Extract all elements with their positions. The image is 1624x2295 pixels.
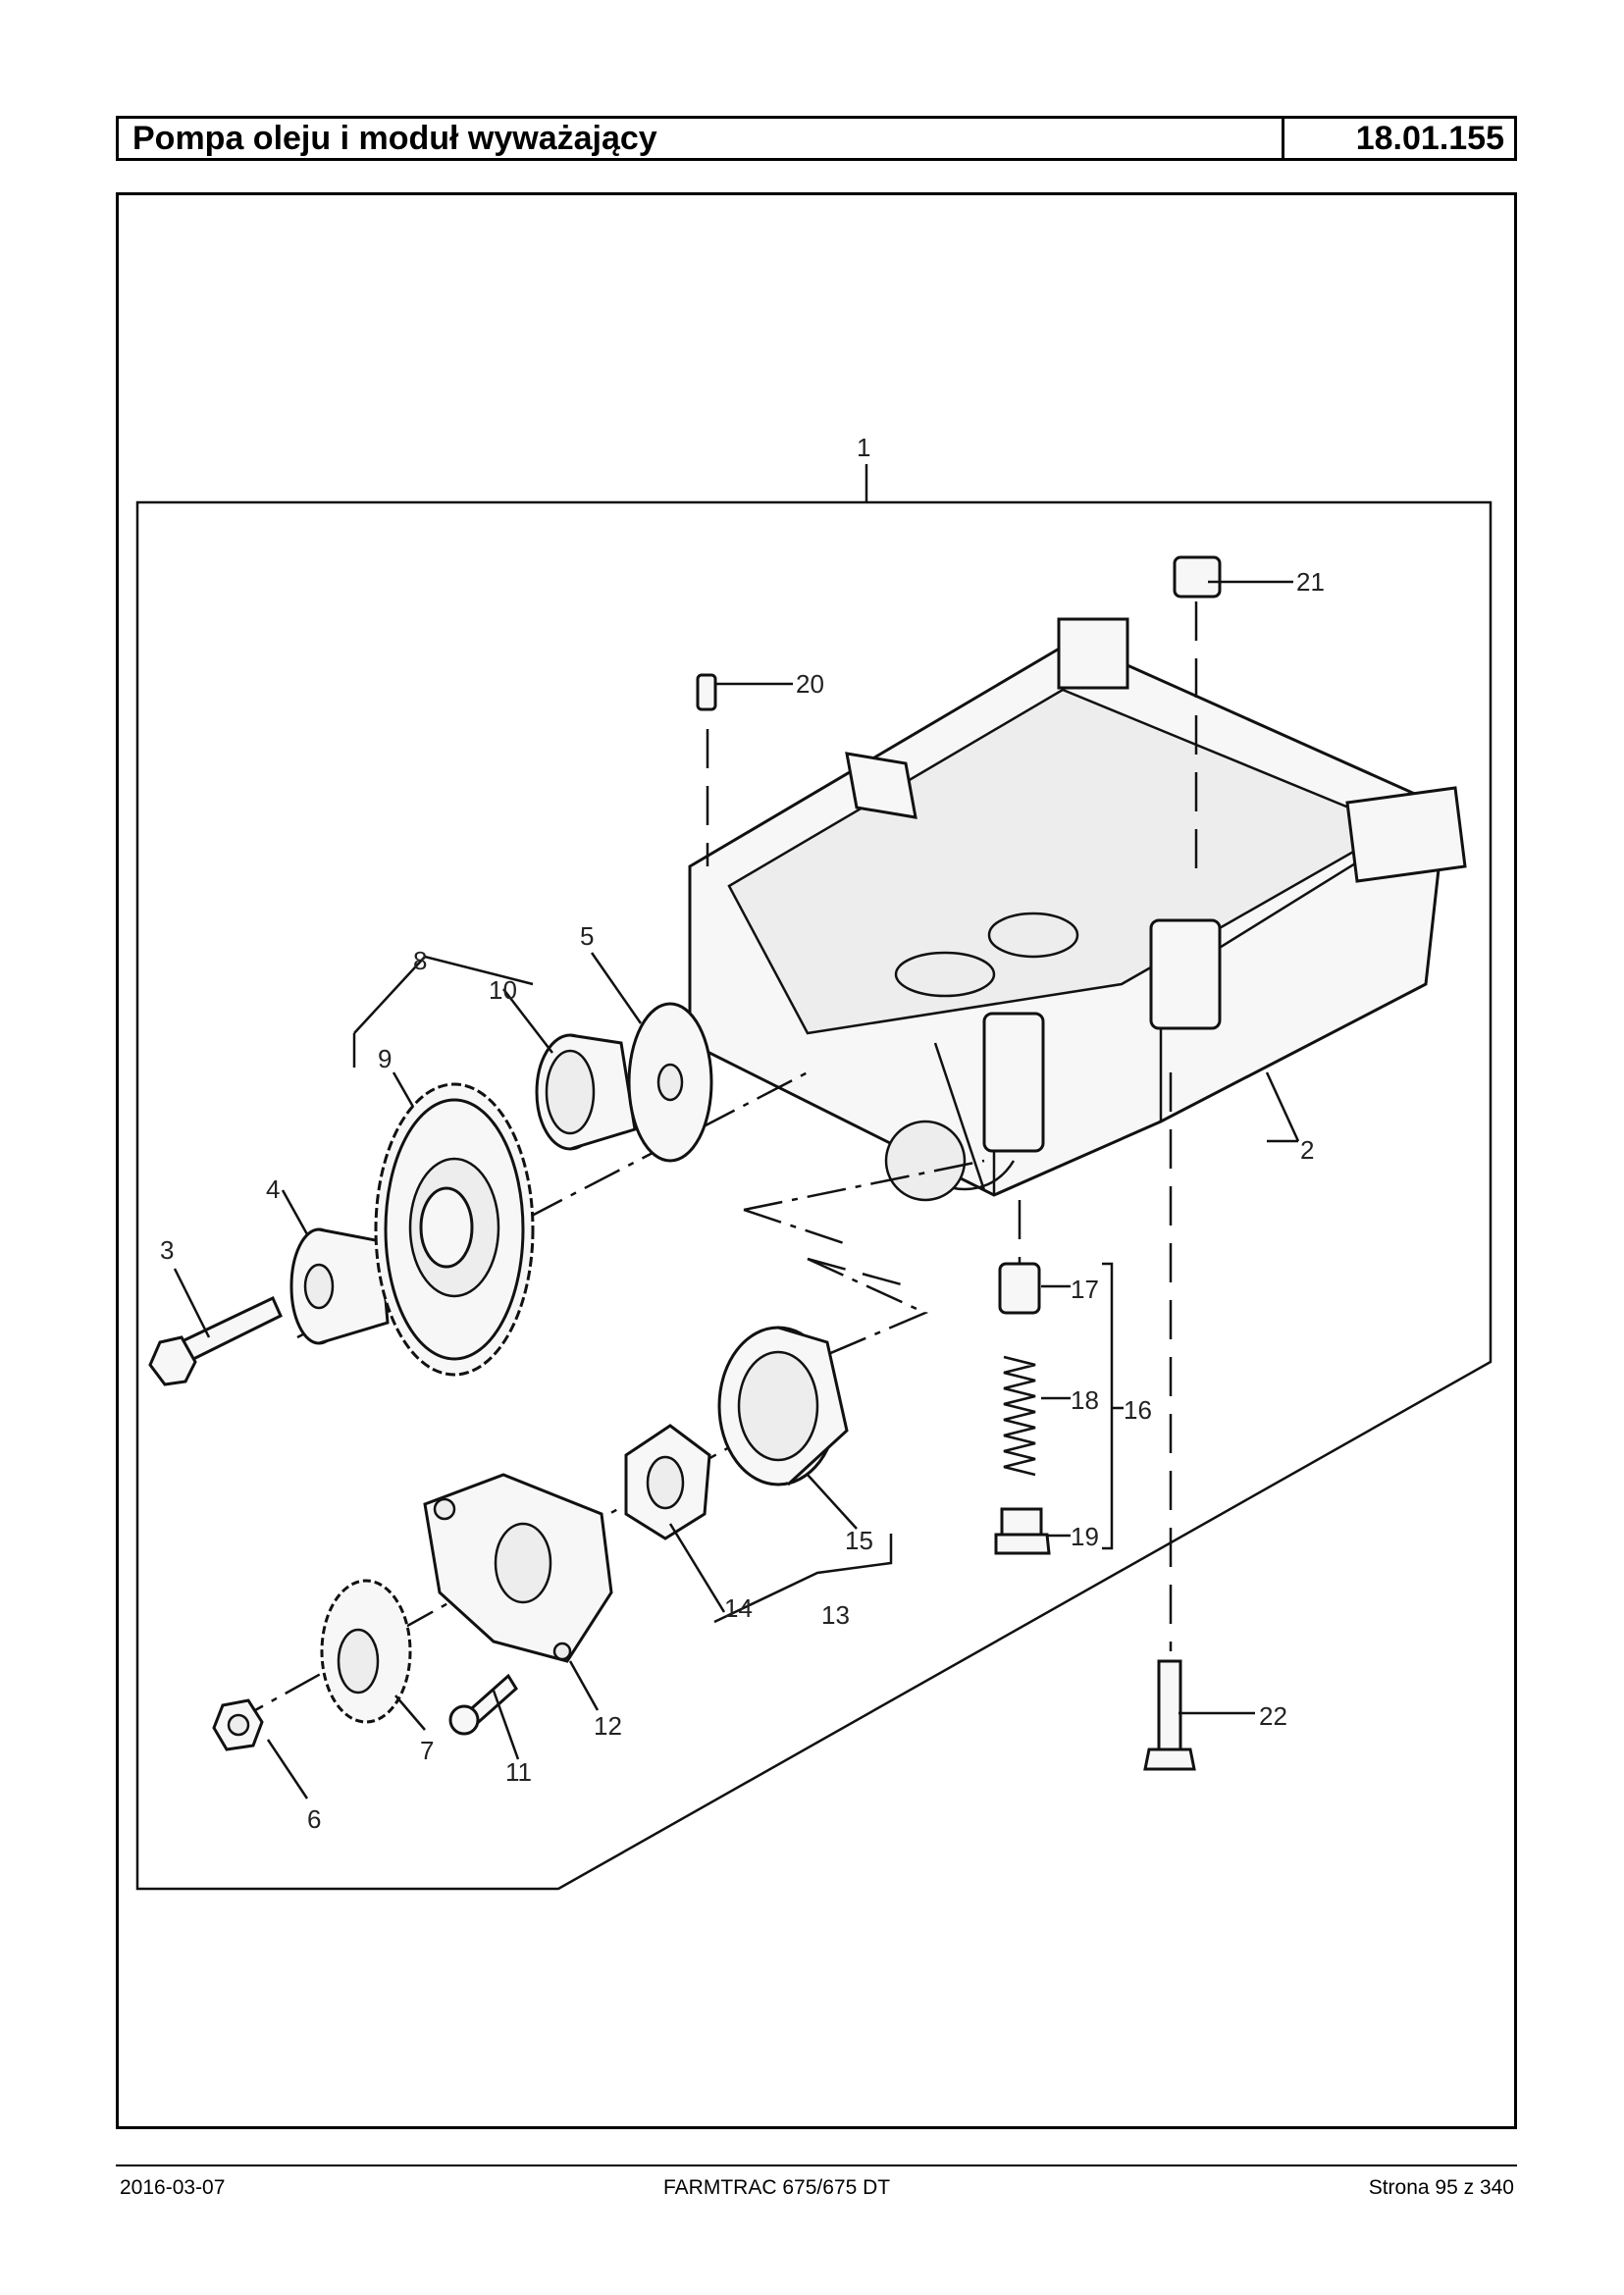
dowel-pin-20 [696, 673, 717, 711]
pump-cover-12 [423, 1473, 613, 1663]
inner-rotor-14 [624, 1424, 711, 1540]
callout-labels: 1 2 3 4 5 6 7 8 9 10 11 12 13 14 15 16 1… [160, 433, 1325, 1834]
bolt-11 [448, 1673, 518, 1736]
bolt-3 [148, 1295, 283, 1386]
footer-model: FARMTRAC 675/675 DT [663, 2176, 891, 2199]
callout-8: 8 [413, 946, 427, 975]
assembly-outline [135, 464, 1493, 1891]
leader-lines [173, 580, 1300, 1799]
callout-20: 20 [796, 669, 824, 699]
gear-9 [374, 1082, 535, 1377]
outer-rotor-15 [717, 1326, 849, 1487]
callout-22: 22 [1259, 1701, 1287, 1731]
bushing-10 [535, 1033, 637, 1151]
washer-5 [627, 1002, 713, 1163]
callout-5: 5 [580, 921, 594, 951]
sleeve-21 [1173, 555, 1222, 599]
bolt-22 [1143, 1659, 1196, 1771]
callout-4: 4 [266, 1174, 280, 1204]
footer-page-number: Strona 95 z 340 [1368, 2176, 1514, 2199]
callout-6: 6 [307, 1804, 321, 1834]
valve-plunger-17 [998, 1262, 1041, 1315]
page-header: Pompa oleju i moduł wyważający 18.01.155 [116, 116, 1517, 161]
balancer-housing [688, 617, 1467, 1202]
page-title: Pompa oleju i moduł wyważający [119, 119, 1284, 158]
callout-19: 19 [1071, 1522, 1099, 1551]
callout-2: 2 [1300, 1135, 1314, 1165]
footer-date: 2016-03-07 [120, 2176, 226, 2199]
callout-21: 21 [1296, 567, 1325, 597]
callout-1: 1 [857, 433, 870, 462]
section-code: 18.01.155 [1355, 120, 1504, 157]
spring-18 [1003, 1355, 1036, 1477]
callout-11: 11 [505, 1757, 532, 1787]
callout-17: 17 [1071, 1275, 1099, 1304]
callout-10: 10 [489, 975, 517, 1005]
thrust-plate-4 [289, 1227, 390, 1345]
nut-6 [212, 1698, 264, 1751]
callout-18: 18 [1071, 1385, 1099, 1415]
callout-16: 16 [1124, 1395, 1152, 1425]
footer-rule [116, 2165, 1517, 2166]
exploded-view-frame: 1 2 3 4 5 6 7 8 9 10 11 12 13 14 15 16 1… [116, 192, 1517, 2129]
exploded-parts-drawing: 1 2 3 4 5 6 7 8 9 10 11 12 13 14 15 16 1… [135, 433, 1493, 1891]
callout-3: 3 [160, 1235, 174, 1265]
drive-gear-7 [320, 1579, 412, 1724]
callout-13: 13 [821, 1600, 850, 1630]
callout-9: 9 [378, 1044, 392, 1073]
callout-15: 15 [845, 1526, 873, 1555]
callout-12: 12 [594, 1711, 622, 1741]
callout-14: 14 [724, 1593, 753, 1623]
plug-19 [994, 1507, 1051, 1555]
callout-7: 7 [420, 1736, 434, 1765]
